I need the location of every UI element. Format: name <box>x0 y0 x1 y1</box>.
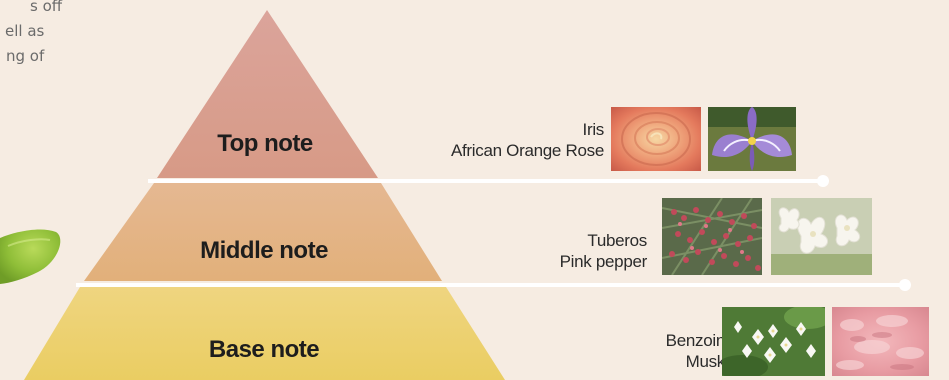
intro-line: ng of <box>6 44 44 69</box>
ingredient-name: Benzoin <box>666 330 725 351</box>
top-note-ingredients: Iris African Orange Rose <box>451 119 604 161</box>
ingredient-name: African Orange Rose <box>451 140 604 161</box>
musk-texture-photo <box>832 307 929 376</box>
middle-note-label: Middle note <box>200 237 328 265</box>
pyramid-tier-middle <box>84 183 442 281</box>
benzoin-flower-photo <box>722 307 825 376</box>
leaf-decoration <box>0 230 60 284</box>
intro-line: s off <box>30 0 62 19</box>
ingredient-name: Tuberos <box>560 230 647 251</box>
middle-note-ingredients: Tuberos Pink pepper <box>560 230 647 272</box>
ingredient-name: Musk <box>666 351 725 372</box>
ingredient-name: Iris <box>451 119 604 140</box>
ingredient-name: Pink pepper <box>560 251 647 272</box>
pyramid-tier-base <box>24 287 505 380</box>
top-note-label: Top note <box>217 130 313 158</box>
divider-dot-middle <box>899 279 911 291</box>
tuberose-flower-photo <box>771 198 872 275</box>
base-note-ingredients: Benzoin Musk <box>666 330 725 372</box>
iris-flower-photo <box>708 107 796 171</box>
orange-rose-photo <box>611 107 701 171</box>
divider-dot-top <box>817 175 829 187</box>
intro-line: ell as <box>5 19 44 44</box>
pink-pepper-photo <box>662 198 762 275</box>
base-note-label: Base note <box>209 336 319 364</box>
